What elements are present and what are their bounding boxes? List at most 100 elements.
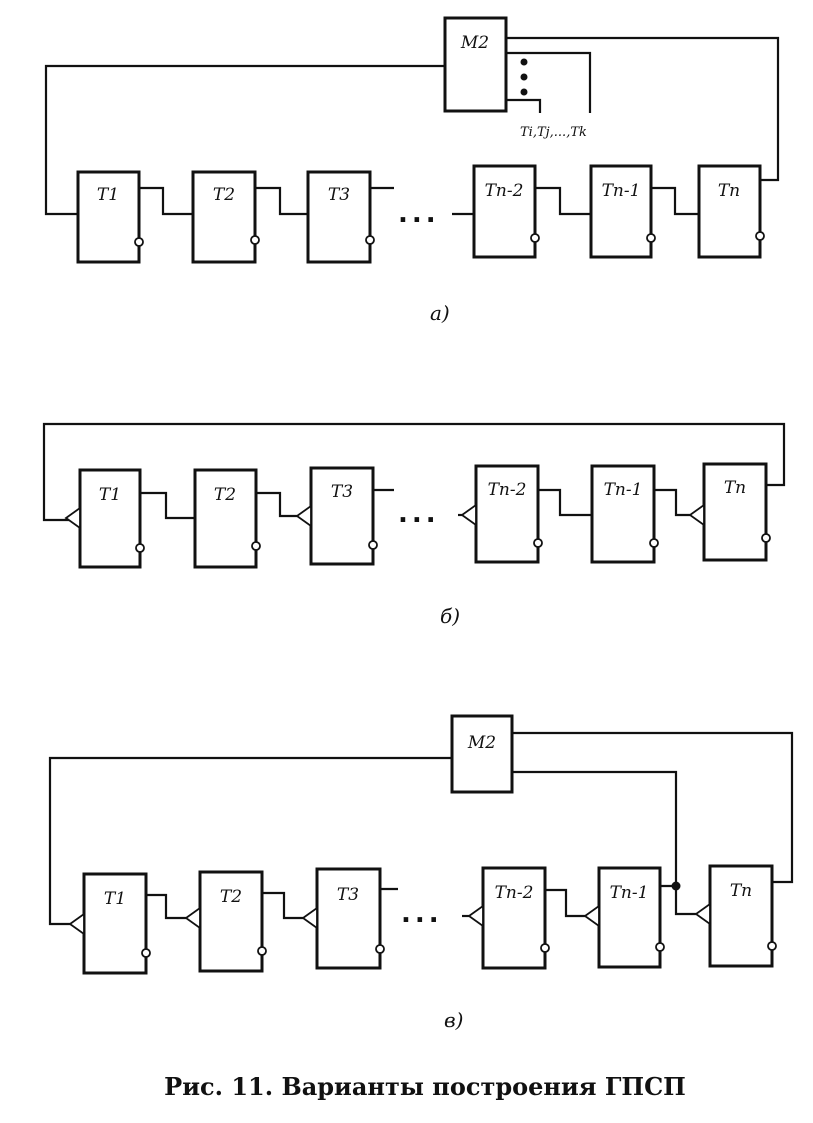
clock-input <box>64 506 81 530</box>
trigger-label: Tn-2 <box>488 480 527 500</box>
link-wire <box>256 491 300 518</box>
trigger-n-1: Tn-1 <box>583 866 665 969</box>
trigger-1: T1 <box>68 872 151 975</box>
trigger-n-2: Tn-2 <box>460 464 543 564</box>
link-wire <box>146 893 186 920</box>
subcaption-b: б) <box>440 604 460 628</box>
clock-input <box>184 906 201 930</box>
trigger-label: T2 <box>214 485 236 505</box>
diagram-a: M2 Ti,Tj,...,Tk T1 T2 T3 ... Tn-2 Tn-1 <box>44 16 780 325</box>
trigger-label: Tn <box>718 181 740 201</box>
inverse-output <box>649 538 659 548</box>
trigger-2: T2 <box>184 870 267 973</box>
trigger-label: Tn <box>724 478 746 498</box>
link-wire <box>545 888 586 918</box>
inverse-output <box>530 233 540 243</box>
mod2-box <box>443 16 508 113</box>
tap-dot <box>520 58 528 66</box>
inverse-output <box>250 235 260 245</box>
trigger-label: T2 <box>220 887 242 907</box>
junction-dot <box>671 881 681 891</box>
clock-input <box>295 504 312 528</box>
tap-dot <box>520 73 528 81</box>
inverse-output <box>368 540 378 550</box>
link-wire <box>651 186 699 216</box>
trigger-1: T1 <box>76 170 144 264</box>
link-wire <box>139 186 193 216</box>
trigger-3: T3 <box>295 466 378 566</box>
trigger-n-2: Tn-2 <box>472 164 540 259</box>
trigger-label: Tn-1 <box>604 480 643 500</box>
trigger-label: Tn-2 <box>485 181 524 201</box>
link-wire <box>535 186 591 216</box>
clock-input <box>460 503 477 527</box>
inverse-output <box>375 944 385 954</box>
trigger-n-2: Tn-2 <box>467 866 550 970</box>
feedback-wire <box>42 422 786 522</box>
ellipsis: ... <box>398 499 440 529</box>
trigger-3: T3 <box>301 867 385 970</box>
trigger-label: T3 <box>337 885 359 905</box>
trigger-n: Tn <box>688 462 771 562</box>
clock-input <box>68 912 85 936</box>
inverse-output <box>540 943 550 953</box>
trigger-n: Tn <box>694 864 777 968</box>
trigger-label: Tn-1 <box>602 181 641 201</box>
trigger-3: T3 <box>306 170 375 264</box>
tap-wire-n <box>506 36 780 182</box>
mod2-label: M2 <box>467 733 496 753</box>
tap-wire-i <box>506 98 542 113</box>
feedback-wire <box>48 756 452 926</box>
subcaption-a: a) <box>430 301 450 325</box>
inverse-output <box>533 538 543 548</box>
trigger-n-1: Tn-1 <box>589 164 656 259</box>
tap-dot <box>520 88 528 96</box>
figure-caption: Рис. 11. Варианты построения ГПСП <box>164 1072 686 1101</box>
clock-input <box>583 904 600 928</box>
link-wire <box>140 491 195 520</box>
trigger-1: T1 <box>64 468 145 569</box>
clock-input <box>694 902 711 926</box>
trigger-label: Tn-1 <box>610 883 649 903</box>
diagram-b: T1 T2 T3 ... Tn-2 Tn-1 Tn <box>42 422 786 628</box>
tap-wire-n <box>512 731 794 884</box>
taps-label: Ti,Tj,...,Tk <box>520 125 587 140</box>
clock-input <box>467 904 484 928</box>
tap-wire-k <box>506 51 592 113</box>
inverse-output <box>251 541 261 551</box>
link-wire <box>654 488 690 517</box>
inverse-output <box>761 533 771 543</box>
link-wire <box>660 884 696 916</box>
trigger-label: T1 <box>97 185 119 205</box>
clock-input <box>688 503 705 527</box>
subcaption-c: в) <box>444 1008 463 1032</box>
mod2-box <box>450 714 514 794</box>
trigger-label: T1 <box>104 889 126 909</box>
trigger-label: Tn-2 <box>495 883 534 903</box>
link-wire <box>538 488 592 517</box>
inverse-output <box>646 233 656 243</box>
inverse-output <box>141 948 151 958</box>
trigger-label: T2 <box>213 185 235 205</box>
trigger-2: T2 <box>191 170 260 264</box>
clock-input <box>301 906 318 930</box>
diagram-c: M2 T1 T2 T3 ... Tn-2 T <box>48 714 794 1032</box>
tap-wire-n-1 <box>512 770 678 886</box>
inverse-output <box>655 942 665 952</box>
trigger-label: T3 <box>328 185 350 205</box>
inverse-output <box>767 941 777 951</box>
trigger-n-1: Tn-1 <box>590 464 659 564</box>
trigger-label: T3 <box>331 482 353 502</box>
ellipsis: ... <box>401 899 443 929</box>
trigger-label: T1 <box>99 485 121 505</box>
trigger-2: T2 <box>193 468 261 569</box>
inverse-output <box>134 237 144 247</box>
inverse-output <box>135 543 145 553</box>
ellipsis: ... <box>398 199 440 229</box>
inverse-output <box>755 231 765 241</box>
inverse-output <box>257 946 267 956</box>
feedback-wire <box>44 64 445 216</box>
mod2-label: M2 <box>460 33 489 53</box>
link-wire <box>255 186 308 216</box>
